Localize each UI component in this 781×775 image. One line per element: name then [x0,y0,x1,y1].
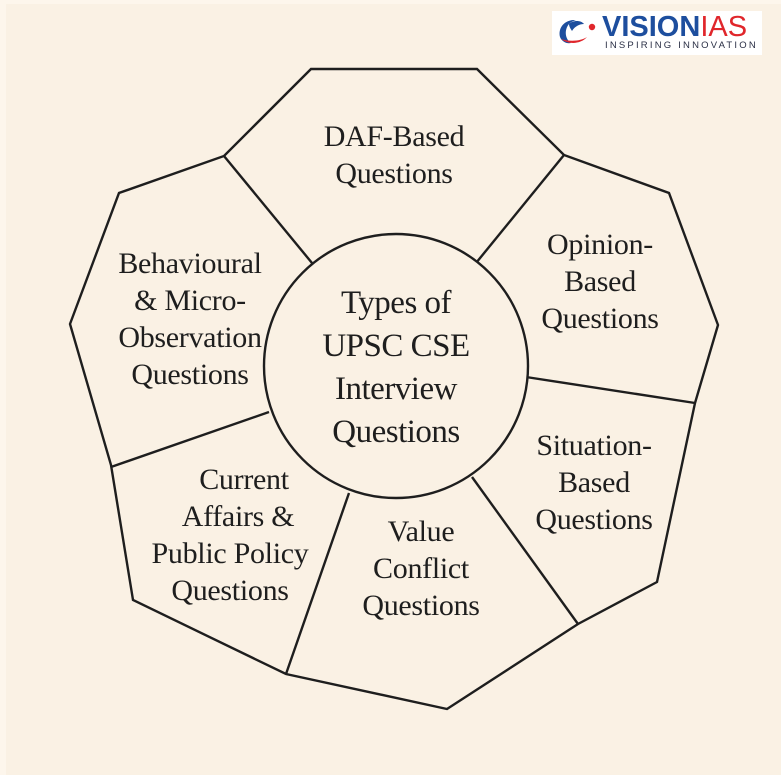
segment-value-conflict: Value Conflict Questions [326,513,516,624]
center-title: Types of UPSC CSE Interview Questions [296,282,496,454]
segment-label-line: Based [564,265,636,298]
segment-opinion-based: Opinion- Based Questions [500,226,700,337]
logo-brand-secondary: IAS [700,11,748,43]
segment-label-line: Questions [535,503,653,536]
divider-daf-opinion [475,154,565,264]
center-title-line: Questions [332,414,460,450]
segment-label-line: Public Policy [151,537,309,570]
center-title-line: Types of [340,285,452,321]
divider-situation-value [471,476,579,625]
divider-daf-behavioural [223,155,313,264]
segment-label-line: Questions [335,157,453,190]
divider-value-current [284,492,351,675]
segment-label-line: Observation [118,321,262,354]
divider-current-behavioural [110,410,270,469]
segment-label-line: Opinion- [547,228,653,261]
segment-label-line: DAF-Based [323,120,465,153]
segment-label-line: Questions [362,589,480,622]
visionias-logo: VISIONIAS INSPIRING INNOVATION [552,11,762,55]
segment-label-line: Current [199,463,289,496]
segment-label-line: Based [558,466,630,499]
divider-opinion-situation [525,375,696,405]
logo-brand-primary: VISION [602,11,701,43]
center-title-line: Interview [335,371,457,407]
segment-behavioural: Behavioural & Micro- Observation Questio… [90,245,290,393]
segment-daf-based: DAF-Based Questions [294,118,494,192]
center-title-line: UPSC CSE [322,328,470,364]
segment-label-line: Situation- [536,429,652,462]
segment-label-line: Questions [541,302,659,335]
segment-label-line: & Micro- [134,284,246,317]
center-circle [262,232,530,500]
logo-wordmark: VISIONIAS [602,12,747,42]
segment-situation-based: Situation- Based Questions [494,427,694,538]
logo-tagline: INSPIRING INNOVATION [605,40,758,51]
segment-label-line: Value [387,515,455,548]
segment-current-affairs: Current Affairs & Public Policy Question… [130,461,330,609]
segment-label-line: Conflict [373,552,469,585]
segment-label-line: Questions [171,574,289,607]
segment-label-line: Questions [131,358,249,391]
globe-swoosh-icon [559,20,596,44]
segment-label-line: Behavioural [118,247,262,280]
segment-label-line: Affairs & [181,500,295,533]
